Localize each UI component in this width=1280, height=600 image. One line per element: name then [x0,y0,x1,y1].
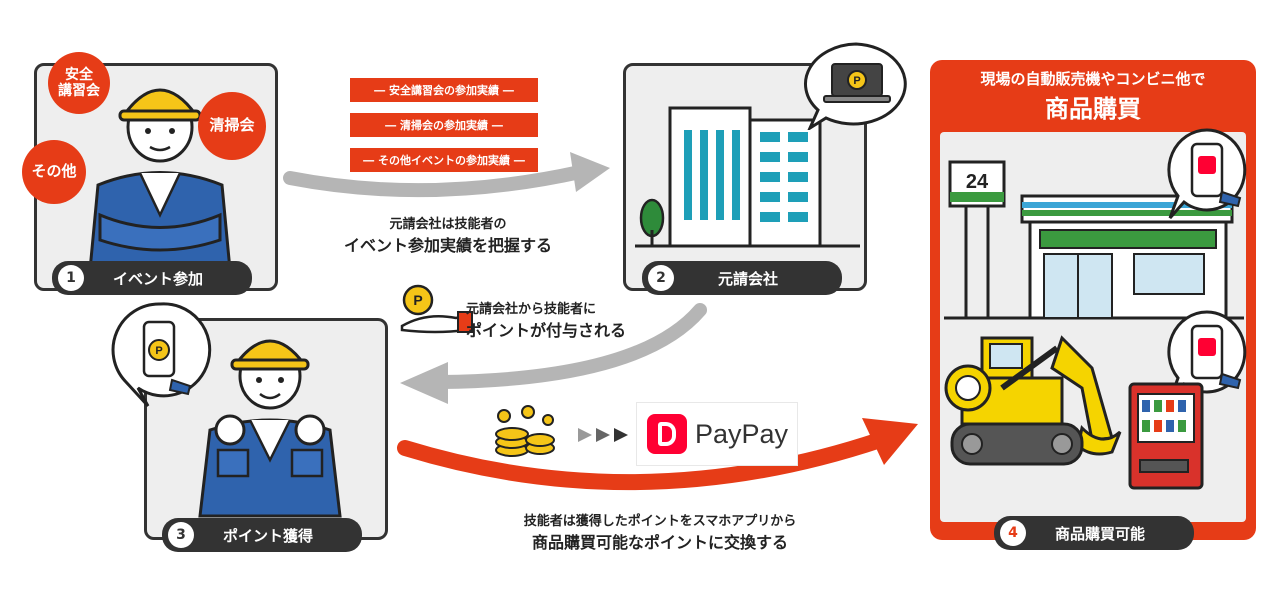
worker-fists-up-illustration [198,339,342,518]
phone-points-bubble: P [111,302,212,408]
step4-text: 商品購買可能 [1054,524,1145,543]
hand-giving-coin-icon: P [400,284,473,334]
excavator-illustration [944,335,1122,466]
vending-machine-illustration [1128,382,1204,490]
paypay-wordmark: PayPay [695,418,789,449]
worker-arms-crossed-illustration [88,88,232,272]
triple-arrow-icon [578,428,628,442]
arrow-to-purchase [397,432,888,491]
phone-coin-letter: P [155,345,162,357]
caption1-line1: 元請会社は技能者の [389,217,507,232]
step2-text: 元請会社 [717,269,778,288]
convenience-store-illustration: 24 [944,160,1244,320]
bubble-other: その他 [22,140,86,204]
office-building-illustration [635,106,860,248]
step4-label: 4 商品購買可能 [994,516,1194,550]
arrow-to-worker [433,303,707,389]
phone-paypay-bubble-machine [1167,310,1247,401]
step4-header-line2: 商品購買 [1045,95,1141,123]
caption2-line2: ポイントが付与される [466,321,627,340]
step4-number: 4 [1000,520,1026,546]
caption2-line1: 元請会社から技能者に [466,302,597,317]
store-sign-number: 24 [966,171,989,193]
tag-other-record: ― その他イベントの参加実績 ― [350,148,538,172]
caption3-line1: 技能者は獲得したポイントをスマホアプリから [523,514,797,529]
bubble-cleanup: 清掃会 [198,92,266,160]
caption3-line2: 商品購買可能なポイントに交換する [531,533,788,552]
tag-safety-record: ― 安全講習会の参加実績 ― [350,78,538,102]
step2-label: 2 元請会社 [642,261,842,295]
phone-paypay-bubble-store [1167,128,1247,219]
paypay-mark-icon [647,414,687,454]
coin-stack-icon [495,405,555,457]
caption-points-granted: 元請会社から技能者に ポイントが付与される [466,298,646,341]
paypay-logo: PayPay [636,402,798,466]
hand-coin-letter: P [413,292,422,308]
caption1-line2: イベント参加実績を把握する [343,236,552,255]
laptop-points-bubble: P [804,42,907,130]
arrow-to-contractor-head [570,152,610,192]
arrow-to-worker-head [400,362,448,404]
caption-exchange-points: 技能者は獲得したポイントをスマホアプリから 商品購買可能なポイントに交換する [490,510,830,553]
step1-label: 1 イベント参加 [52,261,252,295]
step1-text: イベント参加 [112,269,203,288]
step4-header-line1: 現場の自動販売機やコンビニ他で [980,70,1206,88]
bubble-safety-training: 安全 講習会 [48,52,110,114]
tag-cleanup-record: ― 清掃会の参加実績 ― [350,113,538,137]
caption-contractor-tracks: 元請会社は技能者の イベント参加実績を把握する [318,213,578,256]
step1-number: 1 [58,265,84,291]
step4-header: 現場の自動販売機やコンビニ他で 商品購買 [930,68,1256,124]
laptop-coin-letter: P [853,75,860,87]
arrow-to-purchase-head [862,418,918,465]
step3-text: ポイント獲得 [222,526,313,545]
step3-label: 3 ポイント獲得 [162,518,362,552]
step3-number: 3 [168,522,194,548]
step2-number: 2 [648,265,674,291]
arrow-to-contractor [283,165,587,198]
